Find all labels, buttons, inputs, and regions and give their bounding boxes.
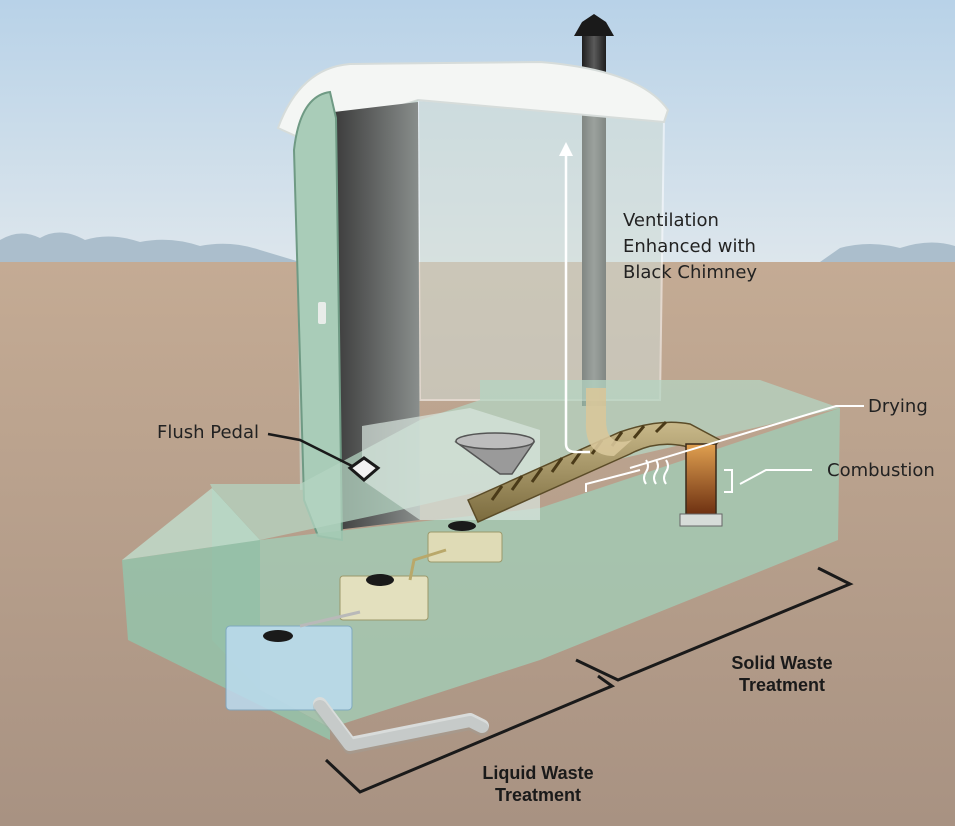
lower-step-top [122,488,260,560]
chimney-cap [574,14,614,36]
distant-trees [0,232,955,262]
combustion-bracket [724,469,733,493]
collection-box-front [427,531,503,563]
drying-pipe [585,388,632,456]
liquid-waste-label-line-2: Treatment [494,785,582,805]
cabin-roof [276,60,670,140]
door-handle [318,302,326,324]
ventilation-arrowhead-icon [559,142,573,156]
flush-pedal [347,456,381,482]
ventilation-label: Ventilation Enhanced with Black Chimney [623,208,757,286]
drain-pipe-shadow [313,700,489,754]
liquid-tank-lid [263,630,293,642]
solid-waste-label-line-1: Solid Waste [731,653,833,673]
drying-callout-line [629,405,864,469]
liquid-tank-blue [225,625,353,711]
bracket-solid-heat [585,469,641,492]
liquid-waste-label-line-1: Liquid Waste [482,763,594,783]
combustion-base [679,513,723,527]
solid-waste-label: Solid Waste Treatment [712,652,852,696]
combustion-label: Combustion [827,460,935,481]
ventilation-label-line-2: Enhanced with [623,236,756,257]
liquid-pipe-lower [299,610,361,628]
liquid-waste-label: Liquid Waste Treatment [468,762,608,806]
flush-pedal-callout-line [267,432,353,468]
drying-label: Drying [868,396,928,417]
liquid-box-lid [366,574,394,586]
ventilation-label-line-1: Ventilation [623,210,719,231]
solid-waste-bracket [575,566,854,682]
funnel-rim [455,432,535,450]
solid-waste-label-line-2: Treatment [738,675,826,695]
liquid-pipe-upper [408,548,447,581]
combustion-chamber [685,443,717,517]
ventilation-arrow [564,443,590,454]
flush-pedal-label: Flush Pedal [157,422,260,443]
combustion-callout-line [739,469,812,485]
drain-pipe [313,697,489,751]
collection-lid [448,521,476,531]
liquid-waste-bracket [324,674,616,794]
ventilation-label-line-3: Black Chimney [623,262,758,283]
